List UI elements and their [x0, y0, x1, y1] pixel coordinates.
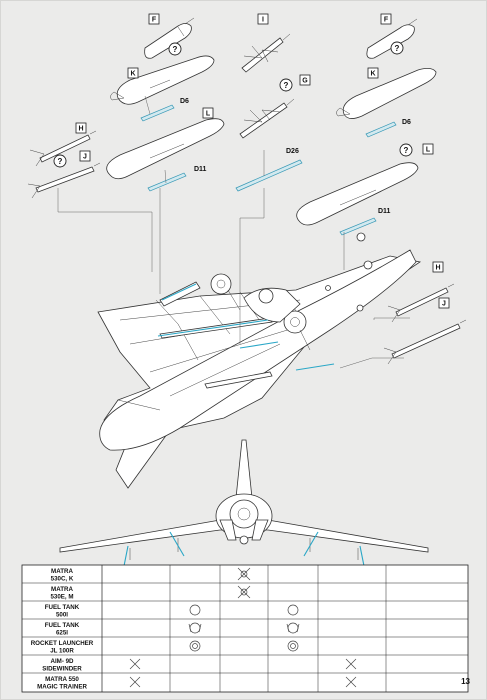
label-d11-left: D11 [194, 166, 207, 173]
part-d11-right-strip [339, 217, 377, 236]
callout-f-right: F [380, 13, 392, 25]
part-f-right-missile [366, 18, 418, 59]
svg-text:JL 100R: JL 100R [50, 648, 74, 655]
svg-text:?: ? [395, 44, 400, 53]
assembly-leader-lines [57, 188, 410, 369]
optional-marker-1: ? [168, 42, 182, 56]
table-row-header: ROCKET LAUNCHER JL 100R [31, 640, 94, 655]
optional-marker-2: ? [53, 154, 67, 168]
svg-text:FUEL TANK: FUEL TANK [45, 604, 80, 611]
part-d6-left-pylon-strip [140, 104, 175, 122]
table-row-header: AIM- 9D SIDEWINDER [42, 658, 82, 673]
svg-text:?: ? [58, 157, 63, 166]
callout-k-right: K [367, 67, 379, 79]
aircraft-underside-drawing [97, 232, 422, 489]
svg-text:MATRA: MATRA [51, 568, 73, 575]
table-row-header: MATRA 530C, K [51, 568, 74, 583]
svg-text:AIM- 9D: AIM- 9D [50, 658, 74, 665]
page-number: 13 [461, 677, 470, 686]
svg-text:?: ? [173, 45, 178, 54]
svg-text:530E, M: 530E, M [50, 594, 73, 601]
optional-marker-4: ? [390, 41, 404, 55]
part-j-left-magic [27, 162, 101, 199]
callout-k-left: K [127, 67, 139, 79]
svg-text:?: ? [284, 81, 289, 90]
svg-text:K: K [370, 71, 375, 78]
callout-i: I [257, 13, 269, 25]
stores-table: MATRA 530C, K MATRA 530E, M FUEL TANK 50… [21, 564, 469, 693]
svg-text:L: L [426, 147, 431, 154]
svg-text:F: F [384, 17, 389, 24]
part-h-left-sidewinder [29, 130, 97, 167]
aircraft-front-view [59, 439, 429, 567]
svg-text:?: ? [404, 146, 409, 155]
cell-symbol-fuel-tank-500 [189, 604, 299, 616]
svg-text:MAGIC TRAINER: MAGIC TRAINER [37, 684, 87, 691]
part-l-right-fuel-tank [296, 162, 419, 226]
svg-text:G: G [302, 78, 308, 85]
cell-symbol-fuel-tank-625 [188, 622, 300, 634]
callout-h-right: H [432, 261, 444, 273]
svg-text:K: K [130, 71, 135, 78]
label-d6-left: D6 [180, 98, 189, 105]
svg-text:MATRA 550: MATRA 550 [45, 676, 79, 683]
optional-marker-3: ? [279, 78, 293, 92]
svg-text:J: J [83, 154, 87, 161]
label-d6-right: D6 [402, 119, 411, 126]
cell-symbol-sidewinder [129, 658, 357, 670]
part-j-right-magic [383, 319, 467, 365]
svg-text:625l: 625l [56, 630, 68, 637]
callout-j-right: J [438, 297, 450, 309]
svg-text:H: H [78, 126, 83, 133]
svg-text:I: I [262, 17, 264, 24]
part-d11-left-strip [147, 172, 187, 192]
part-i-missile [241, 33, 291, 73]
label-d11-right: D11 [378, 208, 391, 215]
callout-l-left: L [202, 107, 214, 119]
callout-g: G [299, 74, 311, 86]
svg-text:530C, K: 530C, K [51, 576, 74, 583]
part-f-left-missile [144, 17, 195, 59]
svg-text:FUEL TANK: FUEL TANK [45, 622, 80, 629]
cell-symbol-matra-center [237, 567, 251, 599]
table-row-header: MATRA 550 MAGIC TRAINER [37, 676, 87, 691]
svg-text:H: H [435, 265, 440, 272]
svg-text:500l: 500l [56, 612, 68, 619]
svg-text:ROCKET LAUNCHER: ROCKET LAUNCHER [31, 640, 94, 647]
part-g-missile [239, 98, 295, 139]
svg-text:L: L [206, 111, 211, 118]
callout-f-left: F [148, 13, 160, 25]
cell-symbol-rocket-launcher [189, 640, 299, 652]
part-d26-strip [235, 159, 303, 192]
part-l-left-fuel-tank [106, 118, 225, 180]
table-row-header: MATRA 530E, M [50, 586, 73, 601]
optional-marker-5: ? [399, 143, 413, 157]
callout-l-right: L [422, 143, 434, 155]
table-row-header: FUEL TANK 625l [45, 622, 80, 637]
callout-h-left: H [75, 122, 87, 134]
table-row-header: FUEL TANK 500l [45, 604, 80, 619]
part-h-right-sidewinder [387, 283, 455, 323]
part-k-left-fuel-tank [110, 55, 215, 105]
svg-text:F: F [152, 17, 157, 24]
callout-j-left: J [79, 150, 91, 162]
svg-text:SIDEWINDER: SIDEWINDER [42, 666, 82, 673]
label-d26: D26 [286, 148, 299, 155]
svg-text:J: J [442, 301, 446, 308]
svg-text:MATRA: MATRA [51, 586, 73, 593]
part-d6-right-pylon-strip [365, 121, 397, 138]
cell-symbol-magic [129, 676, 357, 688]
part-k-right-fuel-tank [336, 68, 437, 119]
